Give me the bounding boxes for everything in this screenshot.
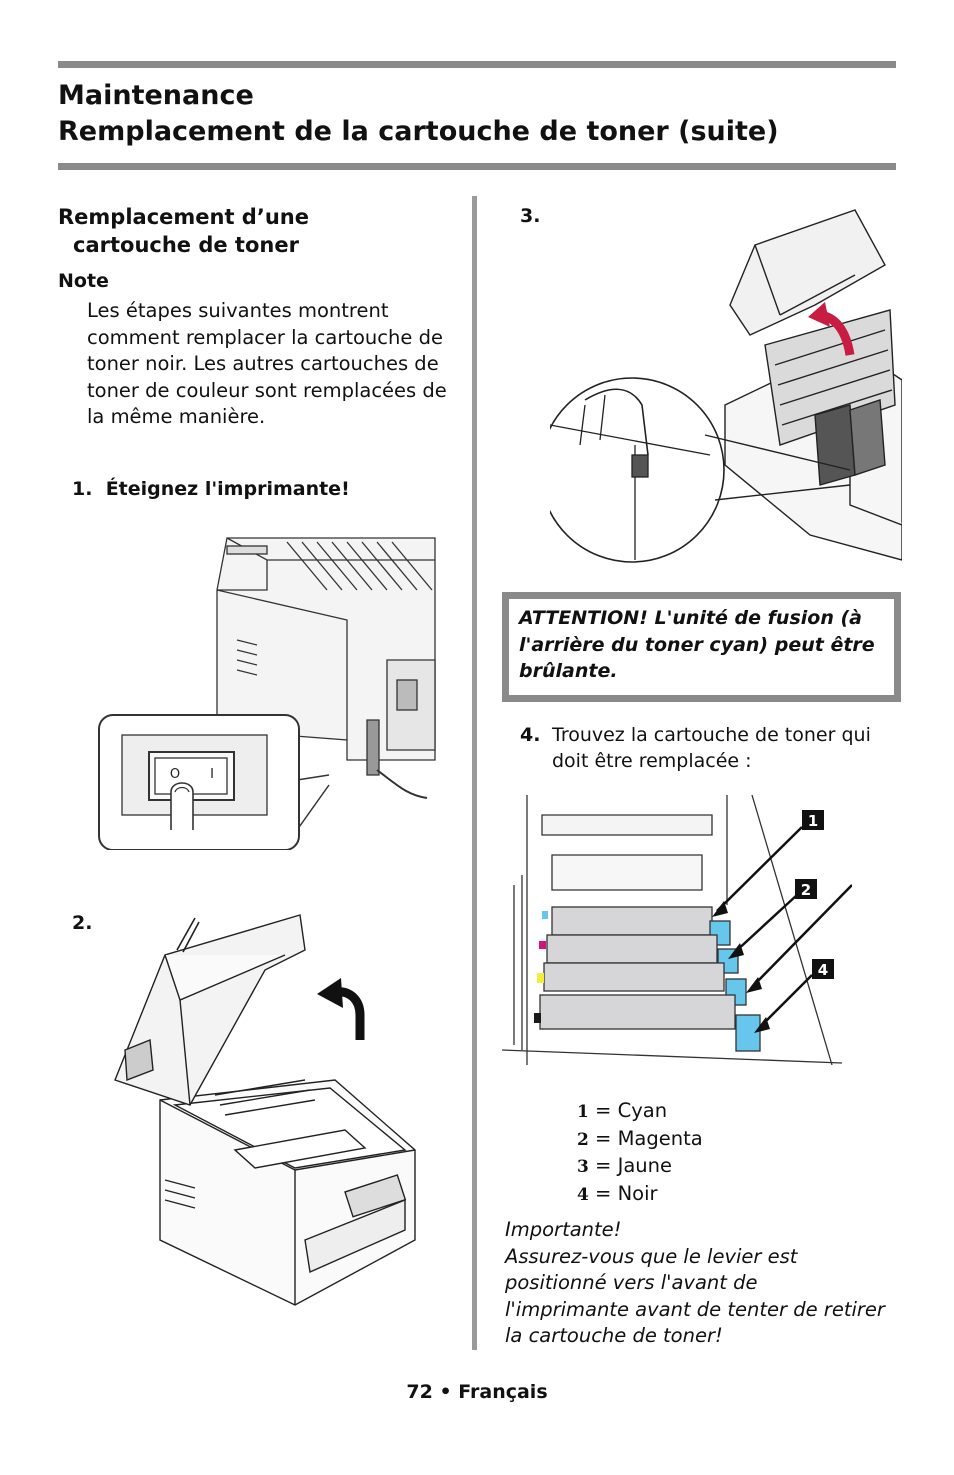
step-3-number: 3.	[520, 205, 541, 227]
step-1: 1. Éteignez l'imprimante!	[72, 478, 350, 500]
callout-4-box	[812, 959, 834, 979]
legend-label: = Magenta	[595, 1126, 703, 1150]
important-note: Importante! Assurez-vous que le levier e…	[505, 1217, 885, 1350]
page-title-line2: Remplacement de la cartouche de toner (s…	[58, 116, 779, 147]
legend-label: = Cyan	[595, 1099, 668, 1122]
page-number: 72	[406, 1381, 433, 1403]
step-2: 2.	[72, 912, 92, 934]
note-text: Les étapes suivantes montrent comment re…	[87, 299, 447, 428]
step-2-number: 2.	[72, 912, 93, 934]
page-title-line1: Maintenance	[58, 80, 254, 111]
step-4-text: Trouvez la cartouche de toner qui doit ê…	[552, 724, 871, 772]
legend-label: = Noir	[595, 1181, 658, 1205]
note-label: Note	[58, 270, 109, 292]
step-1-number: 1.	[72, 478, 93, 500]
legend-row: 3 = Jaune	[577, 1153, 703, 1181]
printer-power-switch-illustration: O I	[98, 537, 436, 850]
callout-2-label: 2	[801, 881, 811, 899]
callout-4-label: 4	[818, 961, 828, 979]
important-title: Importante!	[505, 1218, 622, 1241]
step-4: 4. Trouvez la cartouche de toner qui doi…	[520, 722, 900, 774]
section-heading: Remplacement d’une cartouche de toner	[58, 203, 438, 259]
legend-num: 1	[577, 1102, 589, 1122]
switch-off-symbol: O	[170, 767, 180, 782]
switch-on-symbol: I	[210, 767, 214, 782]
page-footer: 72 • Français	[0, 1381, 954, 1403]
legend-num: 4	[577, 1184, 589, 1205]
header-bottom-rule	[58, 163, 896, 170]
column-divider	[472, 196, 477, 1350]
step-1-text: Éteignez l'imprimante!	[105, 478, 350, 500]
legend-num: 3	[577, 1157, 589, 1177]
step-4-number: 4.	[520, 724, 541, 746]
legend-row: 4 = Noir	[577, 1181, 703, 1209]
section-heading-line2: cartouche de toner	[73, 233, 299, 257]
section-heading-line1: Remplacement d’une	[58, 205, 309, 229]
legend-row: 1 = Cyan	[577, 1098, 703, 1126]
callout-1-label: 1	[808, 812, 818, 830]
callout-1-box	[802, 810, 824, 830]
color-legend: 1 = Cyan 2 = Magenta 3 = Jaune 4 = Noir	[577, 1098, 703, 1208]
page-title: Maintenance Remplacement de la cartouche…	[58, 78, 896, 150]
printer-open-lid-illustration	[114, 914, 416, 1306]
legend-row: 2 = Magenta	[577, 1126, 703, 1154]
step-3: 3.	[520, 205, 540, 227]
warning-box: ATTENTION! L'unité de fusion (à l'arrièr…	[502, 592, 901, 702]
footer-bullet: •	[439, 1381, 452, 1403]
header-top-rule	[58, 61, 896, 68]
callout-2-box	[795, 879, 817, 899]
toner-cartridges-illustration: 1 2 3 4	[502, 795, 852, 1066]
legend-num: 2	[577, 1129, 589, 1150]
important-text: Assurez-vous que le levier est positionn…	[505, 1244, 885, 1348]
warning-text: ATTENTION! L'unité de fusion (à l'arrièr…	[519, 607, 875, 682]
footer-language: Français	[458, 1381, 548, 1403]
legend-label: = Jaune	[595, 1154, 672, 1177]
release-lever-illustration	[550, 209, 902, 563]
